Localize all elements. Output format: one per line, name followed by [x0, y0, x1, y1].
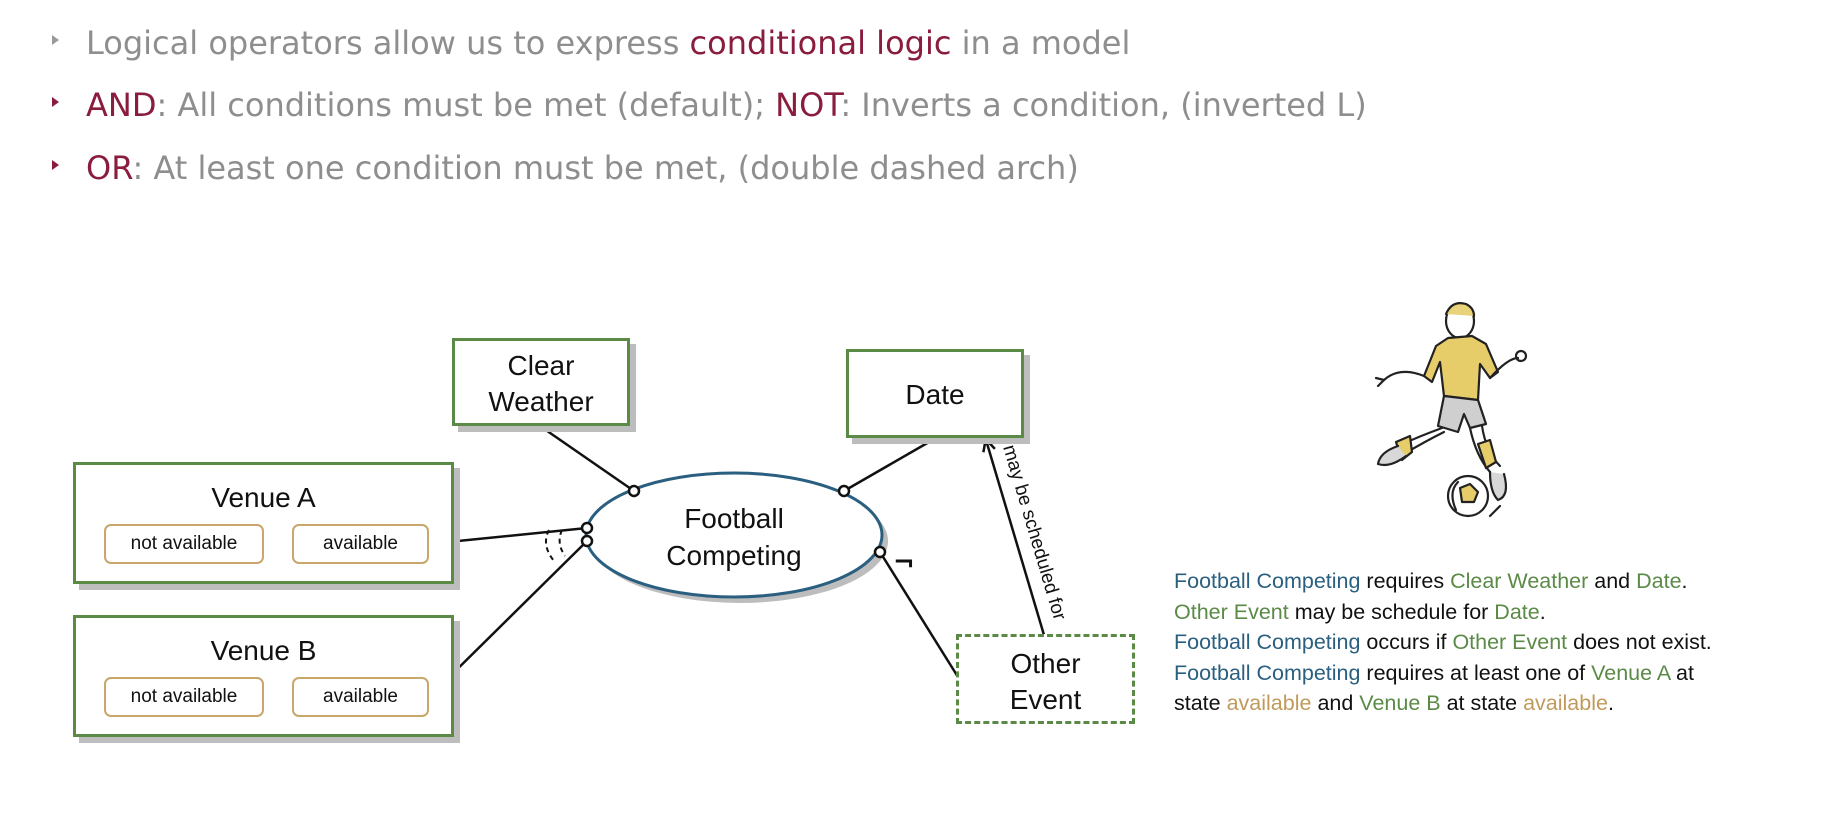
description-line-5: state available and Venue B at state ava… — [1174, 691, 1614, 715]
link-end-circle — [580, 534, 594, 548]
football-competing-label-line1: Football — [684, 503, 784, 534]
description-line-1: Football Competing requires Clear Weathe… — [1174, 569, 1688, 593]
or-arch-outer — [544, 529, 555, 562]
other-event-label-line1: Other — [1010, 648, 1081, 679]
link-venue-b — [427, 540, 588, 699]
date-box: Date — [846, 349, 1024, 438]
description-line-3: Football Competing occurs if Other Event… — [1174, 630, 1712, 654]
soccer-player-icon — [1374, 302, 1528, 518]
venue-b-state-available: available — [292, 677, 429, 717]
clear-weather-label-line2: Weather — [488, 386, 594, 417]
other-event-box: Other Event — [956, 634, 1135, 724]
venue-a-box: Venue A — [73, 462, 454, 584]
venue-b-state-not-available: not available — [104, 677, 264, 717]
description: Football Competing requires Clear Weathe… — [1174, 566, 1712, 719]
highlight-and: AND — [86, 86, 157, 124]
link-end-circle — [580, 521, 594, 535]
not-marker: ¬ — [893, 548, 915, 578]
football-competing-label-line2: Competing — [666, 540, 801, 571]
clear-weather-box: Clear Weather — [452, 338, 630, 426]
bullet-marker-icon — [52, 160, 59, 170]
venue-b-label: Venue B — [210, 635, 317, 666]
bullet-marker-icon — [52, 97, 59, 107]
highlight-or: OR — [86, 149, 133, 187]
arrow-may-be-scheduled — [986, 440, 1046, 636]
other-event-label-line2: Event — [1009, 684, 1082, 715]
venue-b-box: Venue B — [73, 615, 454, 737]
link-end-circle — [627, 484, 641, 498]
date-label: Date — [905, 379, 965, 410]
highlight-conditional-logic: conditional logic — [689, 24, 952, 62]
or-arch-inner — [558, 529, 566, 557]
link-end-circle — [873, 545, 887, 559]
clear-weather-label-line1: Clear — [507, 350, 575, 381]
link-clear-weather — [539, 424, 635, 493]
description-line-2: Other Event may be schedule for Date. — [1174, 599, 1546, 624]
link-end-circle — [837, 484, 851, 498]
bullet-marker-icon — [52, 35, 59, 45]
arrow-label: may be scheduled for — [998, 442, 1070, 623]
venue-a-state-available: available — [292, 524, 429, 564]
highlight-not: NOT — [775, 86, 841, 124]
link-venue-a — [427, 526, 588, 546]
link-other-event — [878, 551, 960, 678]
link-date — [843, 436, 937, 493]
venue-a-state-not-available: not available — [104, 524, 264, 564]
venue-a-label: Venue A — [211, 482, 316, 513]
description-line-4: Football Competing requires at least one… — [1174, 660, 1694, 685]
